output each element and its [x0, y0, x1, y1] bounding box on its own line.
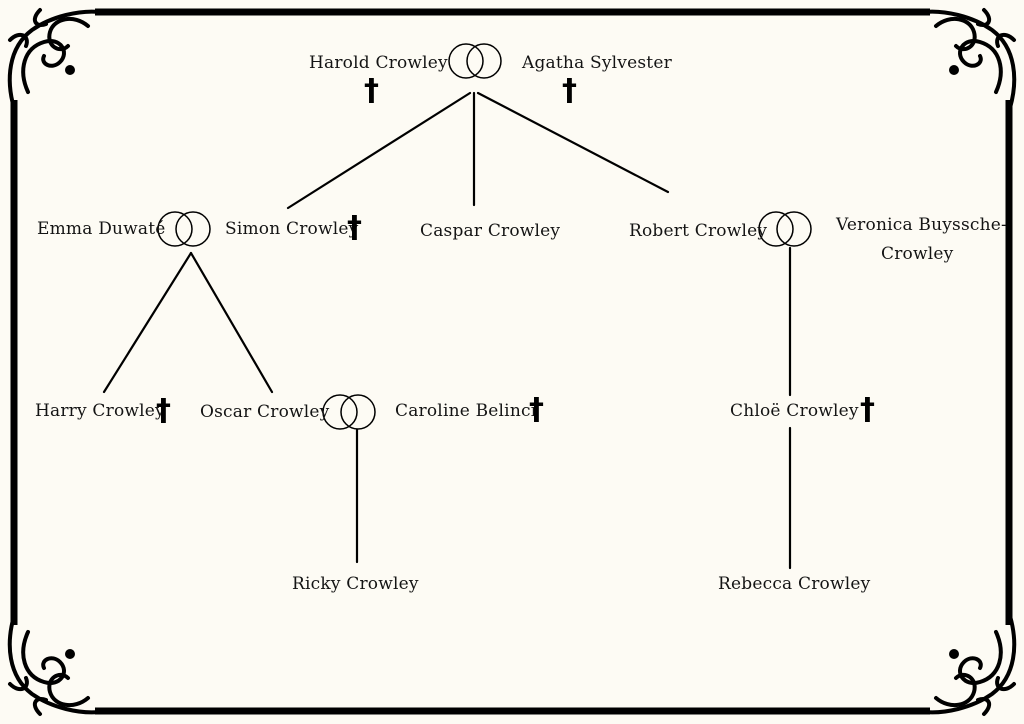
person-veronica-buyssche-crowley-line1: Veronica Buyssche- — [836, 215, 1007, 235]
line-harold-agatha-to-robert — [476, 91, 670, 194]
wedding-rings-icon — [157, 211, 211, 247]
person-agatha-sylvester: Agatha Sylvester — [522, 53, 672, 73]
line-harold-agatha-to-simon — [286, 91, 472, 210]
cross-icon: † — [347, 210, 362, 245]
person-caroline-belinci: Caroline Belinci — [395, 401, 537, 421]
line-emma-simon-to-harry — [102, 251, 193, 394]
line-emma-simon-to-oscar — [189, 251, 274, 394]
cross-icon: † — [364, 73, 379, 108]
person-ricky-crowley: Ricky Crowley — [292, 574, 419, 594]
wedding-rings-icon — [448, 43, 502, 79]
person-harry-crowley: Harry Crowley — [35, 401, 165, 421]
person-rebecca-crowley: Rebecca Crowley — [718, 574, 871, 594]
person-harold-crowley: Harold Crowley — [309, 53, 448, 73]
cross-icon: † — [529, 392, 544, 427]
cross-icon: † — [860, 392, 875, 427]
person-emma-duwate: Emma Duwaté — [37, 219, 166, 239]
person-robert-crowley: Robert Crowley — [629, 221, 768, 241]
wedding-rings-icon — [322, 394, 376, 430]
person-veronica-buyssche-crowley-line2: Crowley — [881, 244, 954, 264]
corner-ornament-top-left — [7, 8, 102, 110]
person-chloe-crowley: Chloë Crowley — [730, 401, 859, 421]
person-oscar-crowley: Oscar Crowley — [200, 402, 330, 422]
cross-icon: † — [562, 73, 577, 108]
cross-icon: † — [156, 393, 171, 428]
person-simon-crowley: Simon Crowley — [225, 219, 359, 239]
person-caspar-crowley: Caspar Crowley — [420, 221, 561, 241]
wedding-rings-icon — [758, 211, 812, 247]
